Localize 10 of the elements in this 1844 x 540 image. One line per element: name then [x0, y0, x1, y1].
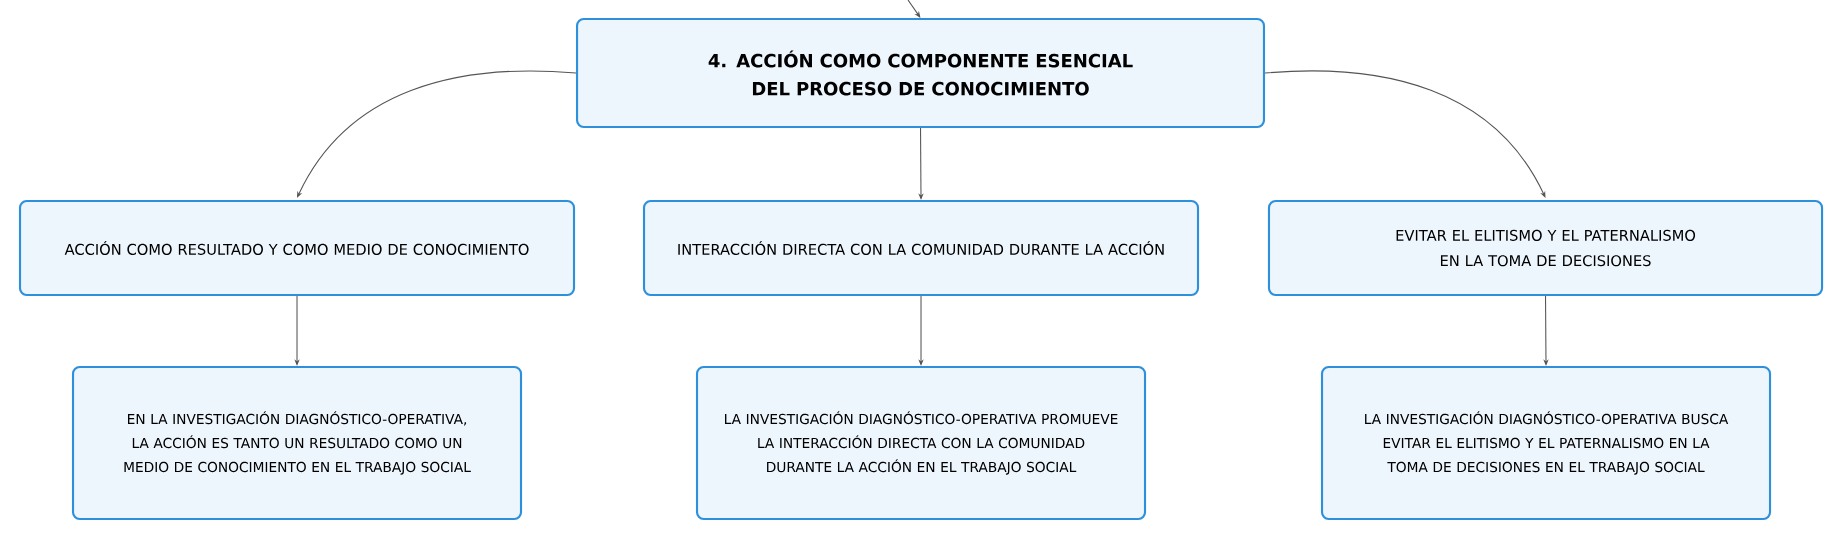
subtopic-box: EVITAR EL ELITISMO Y EL PATERNALISMO EN LA TOMA DE DECISIONES [1267, 199, 1824, 297]
detail-box: LA INVESTIGACIÓN DIAGNÓSTICO-OPERATIVA BUSCA EVITAR EL ELITISMO Y EL PATERNALISMO EN LA TOMA DE DECISIONES EN EL TRABAJO SOCIAL [1320, 365, 1772, 521]
connector-arrow [1264, 70, 1546, 198]
connector-arrow [907, 0, 921, 18]
subtopic-box: ACCIÓN COMO RESULTADO Y COMO MEDIO DE CONOCIMIENTO [18, 199, 576, 297]
detail-box: LA INVESTIGACIÓN DIAGNÓSTICO-OPERATIVA PROMUEVE LA INTERACCIÓN DIRECTA CON LA COMUNIDAD DURANTE LA ACCIÓN EN EL TRABAJO SOCIAL [695, 365, 1147, 521]
subtopic-box: INTERACCIÓN DIRECTA CON LA COMUNIDAD DURANTE LA ACCIÓN [642, 199, 1200, 297]
central-topic-box: 4. ACCIÓN COMO COMPONENTE ESENCIAL DEL PROCESO DE CONOCIMIENTO [576, 17, 1266, 129]
connector-arrow [297, 70, 577, 198]
detail-box: EN LA INVESTIGACIÓN DIAGNÓSTICO-OPERATIVA, LA ACCIÓN ES TANTO UN RESULTADO COMO UN MEDIO DE CONOCIMIENTO EN EL TRABAJO SOCIAL [71, 365, 523, 521]
